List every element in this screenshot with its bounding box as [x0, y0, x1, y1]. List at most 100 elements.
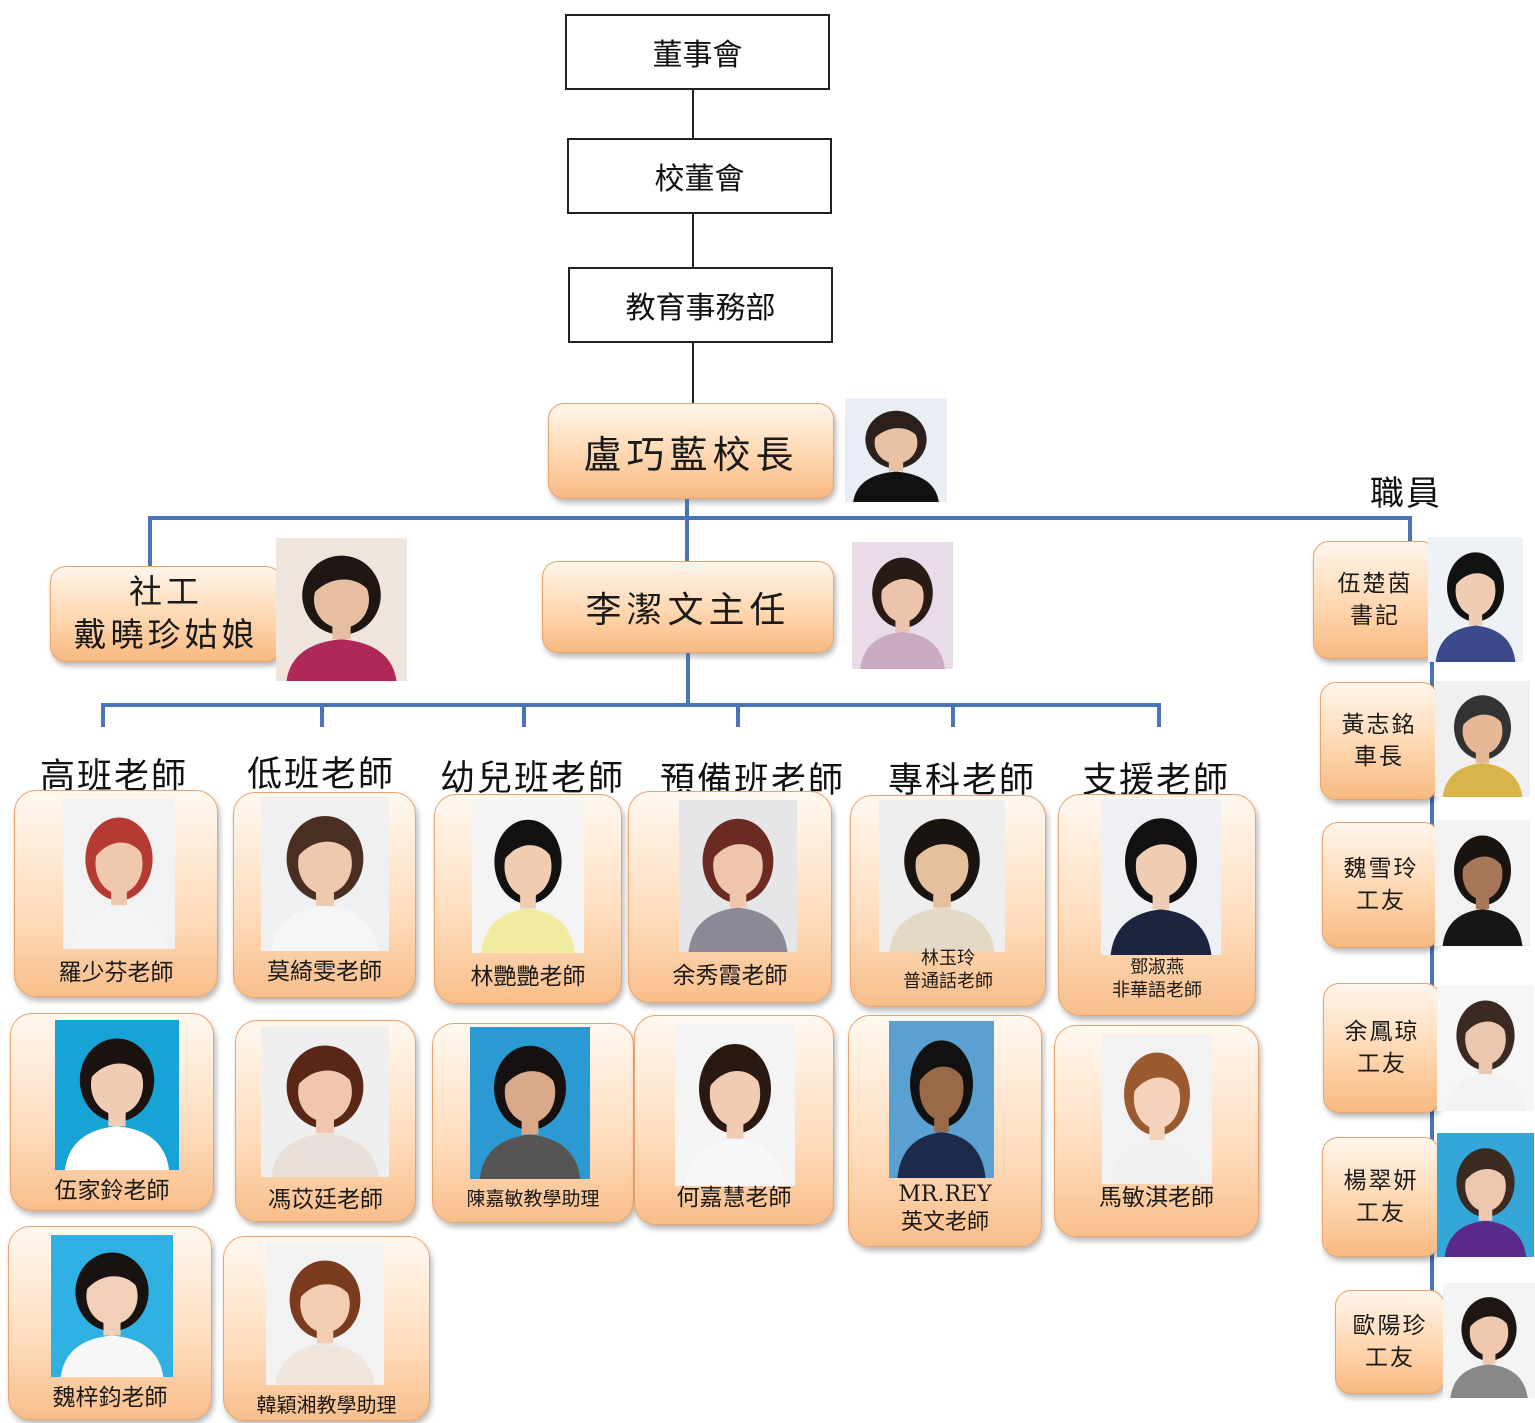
- teacher-card: 馬敏淇老師: [1054, 1025, 1259, 1237]
- teacher-photo: [266, 1243, 384, 1385]
- group-title-nursery: 幼兒班老師: [440, 759, 626, 799]
- social-worker-photo: [276, 538, 407, 681]
- teacher-card: MR.REY 英文老師: [848, 1015, 1042, 1247]
- staff-role: 工友: [1356, 1200, 1406, 1226]
- teacher-name: 伍家鈴老師: [54, 1178, 170, 1204]
- teacher-name: 鄧淑燕 非華語老師: [1063, 957, 1251, 1002]
- connector-line: [692, 343, 694, 405]
- connector-line: [736, 703, 740, 727]
- teacher-role-line: 普通話老師: [903, 970, 993, 992]
- director-box: 李潔文主任: [542, 561, 834, 653]
- connector-line: [685, 499, 689, 561]
- teacher-card: 林艷艷老師: [434, 794, 622, 1004]
- teacher-card: 余秀霞老師: [628, 791, 832, 1003]
- social-worker-name: 戴曉珍姑娘: [73, 615, 259, 654]
- staff-photo: [1443, 1283, 1535, 1398]
- teacher-name: 羅少芬老師: [58, 960, 174, 986]
- teacher-name: 林艷艷老師: [470, 964, 586, 990]
- staff-role: 工友: [1365, 1345, 1415, 1371]
- teacher-card: 陳嘉敏教學助理: [432, 1023, 634, 1223]
- group-title-subject: 專科老師: [888, 761, 1037, 801]
- staff-box: 歐陽珍 工友: [1335, 1290, 1445, 1394]
- teacher-photo: [63, 799, 175, 949]
- teacher-name: 余秀霞老師: [672, 963, 788, 989]
- principal-label: 盧巧藍校長: [583, 432, 799, 477]
- connector-line: [101, 703, 105, 727]
- connector-line: [522, 703, 526, 727]
- teacher-name-line: 林玉玲: [921, 948, 975, 969]
- staff-name: 魏雪玲: [1343, 855, 1419, 882]
- teacher-name: 莫綺雯老師: [267, 959, 382, 985]
- teacher-role-line: 英文老師: [900, 1209, 989, 1235]
- group-title-junior: 低班老師: [247, 755, 396, 795]
- teacher-photo: [261, 797, 389, 951]
- school-board-box: 校董會: [567, 138, 832, 214]
- staff-role: 書記: [1350, 603, 1400, 629]
- staff-photo: [1428, 537, 1523, 662]
- teacher-name: 馮苡廷老師: [268, 1187, 383, 1213]
- teacher-name: MR.REY 英文老師: [853, 1181, 1037, 1236]
- staff-box: 伍楚茵 書記: [1313, 541, 1437, 659]
- connector-line: [1157, 703, 1161, 727]
- staff-box: 楊翠妍 工友: [1322, 1137, 1440, 1257]
- teacher-photo: [51, 1235, 173, 1377]
- education-dept-label: 教育事務部: [625, 291, 776, 326]
- staff-name: 黃志銘: [1341, 711, 1417, 738]
- connector-line: [692, 214, 694, 267]
- social-worker-role: 社工: [129, 572, 203, 612]
- staff-box: 黃志銘 車長: [1320, 682, 1438, 800]
- social-worker-box: 社工 戴曉珍姑娘: [50, 566, 282, 662]
- teacher-photo: [679, 800, 797, 952]
- teacher-photo: [261, 1027, 389, 1177]
- teacher-card: 韓穎湘教學助理: [223, 1236, 430, 1421]
- teacher-name: 何嘉慧老師: [676, 1185, 792, 1211]
- staff-role: 車長: [1354, 744, 1404, 770]
- director-photo: [852, 542, 953, 669]
- teacher-card: 魏梓鈞老師: [8, 1226, 212, 1420]
- teacher-name: 魏梓鈞老師: [52, 1385, 168, 1411]
- connector-line: [148, 516, 1410, 520]
- teacher-photo: [1101, 799, 1221, 955]
- board-label: 董事會: [652, 38, 743, 73]
- teacher-photo: [879, 800, 1005, 952]
- school-board-label: 校董會: [654, 162, 745, 197]
- connector-line: [1408, 516, 1412, 544]
- connector-line: [692, 90, 694, 138]
- education-dept-box: 教育事務部: [568, 267, 833, 343]
- connector-line: [101, 703, 1161, 707]
- staff-photo: [1437, 1133, 1534, 1257]
- teacher-card: 伍家鈴老師: [10, 1013, 214, 1211]
- teacher-card: 羅少芬老師: [14, 790, 218, 997]
- teacher-photo: [675, 1024, 795, 1186]
- teacher-card: 馮苡廷老師: [235, 1020, 416, 1222]
- staff-name: 余鳳琼: [1344, 1018, 1420, 1045]
- staff-name: 伍楚茵: [1337, 570, 1413, 597]
- staff-box: 魏雪玲 工友: [1322, 822, 1440, 948]
- staff-photo: [1437, 985, 1534, 1111]
- staff-photo: [1435, 820, 1530, 946]
- teacher-photo: [472, 801, 584, 953]
- teacher-photo: [55, 1020, 179, 1170]
- staff-photo: [1435, 681, 1530, 797]
- teacher-card: 何嘉慧老師: [634, 1015, 834, 1225]
- teacher-name: 馬敏淇老師: [1099, 1185, 1214, 1211]
- connector-line: [951, 703, 955, 727]
- teacher-photo: [470, 1027, 590, 1179]
- teacher-card: 鄧淑燕 非華語老師: [1058, 794, 1256, 1016]
- staff-header: 職員: [1370, 474, 1442, 514]
- teacher-name: 韓穎湘教學助理: [256, 1393, 397, 1417]
- teacher-role-line: 非華語老師: [1112, 979, 1202, 1001]
- connector-line: [148, 516, 152, 566]
- staff-role: 工友: [1357, 1051, 1407, 1077]
- staff-box: 余鳳琼 工友: [1323, 983, 1441, 1113]
- staff-name: 歐陽珍: [1352, 1312, 1428, 1339]
- teacher-name: 陳嘉敏教學助理: [466, 1188, 600, 1210]
- connector-line: [686, 653, 690, 706]
- director-label: 李潔文主任: [585, 590, 791, 631]
- teacher-card: 莫綺雯老師: [233, 792, 416, 998]
- teacher-card: 林玉玲 普通話老師: [850, 795, 1046, 1007]
- staff-name: 楊翠妍: [1343, 1167, 1419, 1194]
- teacher-name: 林玉玲 普通話老師: [855, 948, 1041, 993]
- connector-line: [320, 703, 324, 727]
- teacher-name-line: MR.REY: [898, 1182, 992, 1207]
